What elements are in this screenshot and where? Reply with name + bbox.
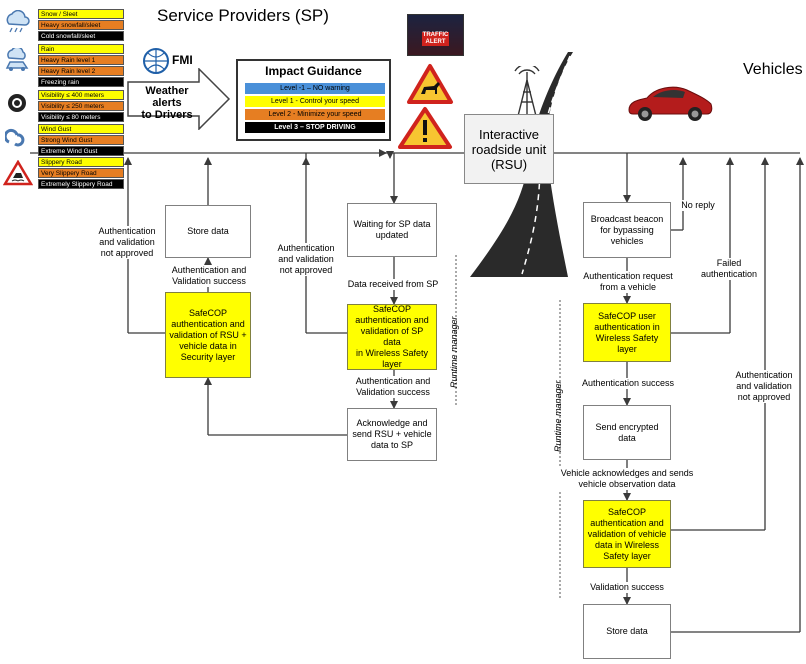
mid-data-received-label: Data received from SP [343, 279, 443, 290]
rain-car-icon [5, 48, 29, 71]
right-safecop-user-text: SafeCOP user authentication in Wireless … [594, 310, 660, 354]
right-no-reply-label: No reply [676, 200, 720, 211]
right-store-data-box: Store data [583, 604, 671, 659]
legend-row-visibility-400: Visibility ≤ 400 meters [38, 90, 124, 100]
moose-warning-icon [407, 64, 453, 104]
legend-row-visibility-250: Visibility ≤ 250 meters [38, 101, 124, 111]
traffic-alert-image: TRAFFIC ALERT [407, 14, 464, 56]
left-store-data-text: Store data [187, 226, 229, 236]
left-safecop-security-text: SafeCOP authentication and validation of… [169, 307, 247, 362]
mid-runtime-manager-label: Runtime manager [449, 316, 459, 388]
right-vehicle-ack-label: Vehicle acknowledges and sends vehicle o… [556, 468, 698, 490]
legend-row-very-slippery: Very Slippery Road [38, 168, 124, 178]
mid-acknowledge-box: Acknowledge and send RSU + vehicle data … [347, 408, 437, 461]
fog-icon [8, 94, 26, 112]
left-store-data-box: Store data [165, 205, 251, 258]
car-icon [628, 86, 713, 121]
left-auth-success-label: Authentication and Validation success [160, 265, 258, 287]
impact-level-3: Level 3 – STOP DRIVING [245, 122, 385, 133]
legend-row-heavy-rain-2: Heavy Rain level 2 [38, 66, 124, 76]
warning-exclamation-icon [398, 107, 452, 149]
left-safecop-security-box: SafeCOP authentication and validation of… [165, 292, 251, 378]
mid-acknowledge-text: Acknowledge and send RSU + vehicle data … [352, 418, 432, 450]
vehicles-title: Vehicles [743, 61, 803, 78]
legend-row-cold-snowfall: Cold snowfall/sleet [38, 31, 124, 41]
impact-level-1: Level 1 - Control your speed [245, 96, 385, 107]
right-validation-success-label: Validation success [580, 582, 674, 593]
left-not-approved-label: Authentication and validation not approv… [93, 226, 161, 259]
legend-row-wind-gust: Wind Gust [38, 124, 124, 134]
right-store-data-text: Store data [606, 626, 648, 636]
impact-guidance-title: Impact Guidance [265, 64, 362, 78]
weather-alerts-arrow [127, 68, 231, 130]
impact-guidance-panel: Impact Guidance Level -1 – NO warning Le… [236, 59, 391, 141]
mid-waiting-box: Waiting for SP data updated [347, 203, 437, 257]
radio-tower-icon [514, 66, 540, 117]
weather-legend: Snow / Sleet Heavy snowfall/sleet Cold s… [0, 0, 130, 195]
legend-row-heavy-snowfall: Heavy snowfall/sleet [38, 20, 124, 30]
mid-auth-success-label: Authentication and Validation success [343, 376, 443, 398]
legend-row-heavy-rain-1: Heavy Rain level 1 [38, 55, 124, 65]
right-send-encrypted-text: Send encrypted data [595, 421, 659, 443]
page-title: Service Providers (SP) [157, 6, 329, 25]
right-safecop-vehicle-text: SafeCOP authentication and validation of… [587, 506, 667, 561]
slippery-road-icon [3, 160, 33, 186]
right-not-approved-label: Authentication and validation not approv… [730, 370, 798, 403]
legend-row-extreme-wind: Extreme Wind Gust [38, 146, 124, 156]
legend-row-rain: Rain [38, 44, 124, 54]
right-send-encrypted-box: Send encrypted data [583, 405, 671, 460]
snow-cloud-icon [6, 10, 30, 33]
impact-level-2: Level 2 - Minimize your speed [245, 109, 385, 120]
right-auth-success-label: Authentication success [572, 378, 684, 389]
legend-row-slippery-road: Slippery Road [38, 157, 124, 167]
fmi-label: FMI [172, 53, 193, 67]
fmi-logo-icon [143, 48, 169, 74]
right-auth-request-label: Authentication request from a vehicle [572, 271, 684, 293]
legend-row-snow-sleet: Snow / Sleet [38, 9, 124, 19]
legend-row-strong-wind: Strong Wind Gust [38, 135, 124, 145]
right-failed-auth-label: Failed authentication [694, 258, 764, 280]
legend-row-freezing-rain: Freezing rain [38, 77, 124, 87]
right-safecop-user-box: SafeCOP user authentication in Wireless … [583, 303, 671, 362]
mid-not-approved-label: Authentication and validation not approv… [272, 243, 340, 276]
right-safecop-vehicle-box: SafeCOP authentication and validation of… [583, 500, 671, 568]
right-broadcast-text: Broadcast beacon for bypassing vehicles [590, 213, 664, 246]
rsu-label: Interactive roadside unit (RSU) [471, 126, 547, 172]
mid-safecop-wireless-text: SafeCOP authentication and validation of… [355, 304, 429, 369]
right-runtime-manager-label: Runtime manager [553, 380, 563, 452]
rsu-box: Interactive roadside unit (RSU) [464, 114, 554, 184]
right-broadcast-box: Broadcast beacon for bypassing vehicles [583, 202, 671, 258]
legend-row-visibility-80: Visibility ≤ 80 meters [38, 112, 124, 122]
mid-safecop-wireless-box: SafeCOP authentication and validation of… [347, 304, 437, 370]
impact-level-no-warning: Level -1 – NO warning [245, 83, 385, 94]
wind-icon [5, 128, 25, 147]
legend-row-extremely-slippery: Extremely Slippery Road [38, 179, 124, 189]
weather-alerts-label: Weather alerts to Drivers [141, 85, 193, 121]
mid-waiting-text: Waiting for SP data updated [353, 219, 431, 240]
traffic-alert-label: TRAFFIC ALERT [422, 32, 449, 46]
